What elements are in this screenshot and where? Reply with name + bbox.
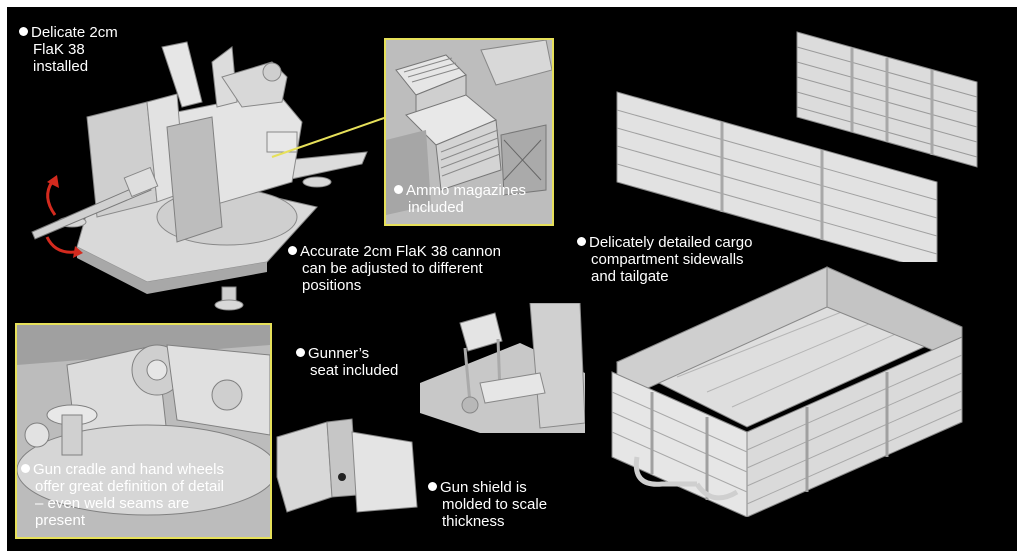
gunners-seat-illustration (420, 303, 585, 433)
seat-caption: Gunner’s seat included (296, 345, 398, 379)
flak-installed-caption: Delicate 2cm FlaK 38 installed (19, 24, 118, 75)
shield-caption: Gun shield is molded to scale thickness (428, 479, 547, 530)
gun-cradle-illustration (17, 325, 270, 537)
bullet-icon (296, 348, 305, 357)
ammo-magazines-inset: Ammo magazines included (384, 38, 554, 226)
bullet-icon (21, 464, 30, 473)
cradle-caption: Gun cradle and hand wheels offer great d… (21, 461, 224, 529)
gun-shield-illustration (276, 418, 418, 513)
cargo-bed-illustration (611, 266, 963, 517)
bullet-icon (19, 27, 28, 36)
ammo-magazines-illustration (386, 40, 552, 224)
ammo-leader-line (271, 116, 388, 158)
bullet-icon (394, 185, 403, 194)
flak38-gun-illustration (31, 41, 368, 311)
ammo-caption: Ammo magazines included (394, 182, 526, 216)
bullet-icon (288, 246, 297, 255)
gun-cradle-inset: Gun cradle and hand wheels offer great d… (15, 323, 272, 539)
cargo-caption: Delicately detailed cargo compartment si… (577, 234, 752, 285)
cargo-sidewalls-illustration (616, 31, 978, 262)
product-feature-sheet: Delicate 2cm FlaK 38 installed Ammo maga… (7, 7, 1017, 551)
bullet-icon (428, 482, 437, 491)
bullet-icon (577, 237, 586, 246)
cannon-caption: Accurate 2cm FlaK 38 cannon can be adjus… (288, 243, 501, 294)
